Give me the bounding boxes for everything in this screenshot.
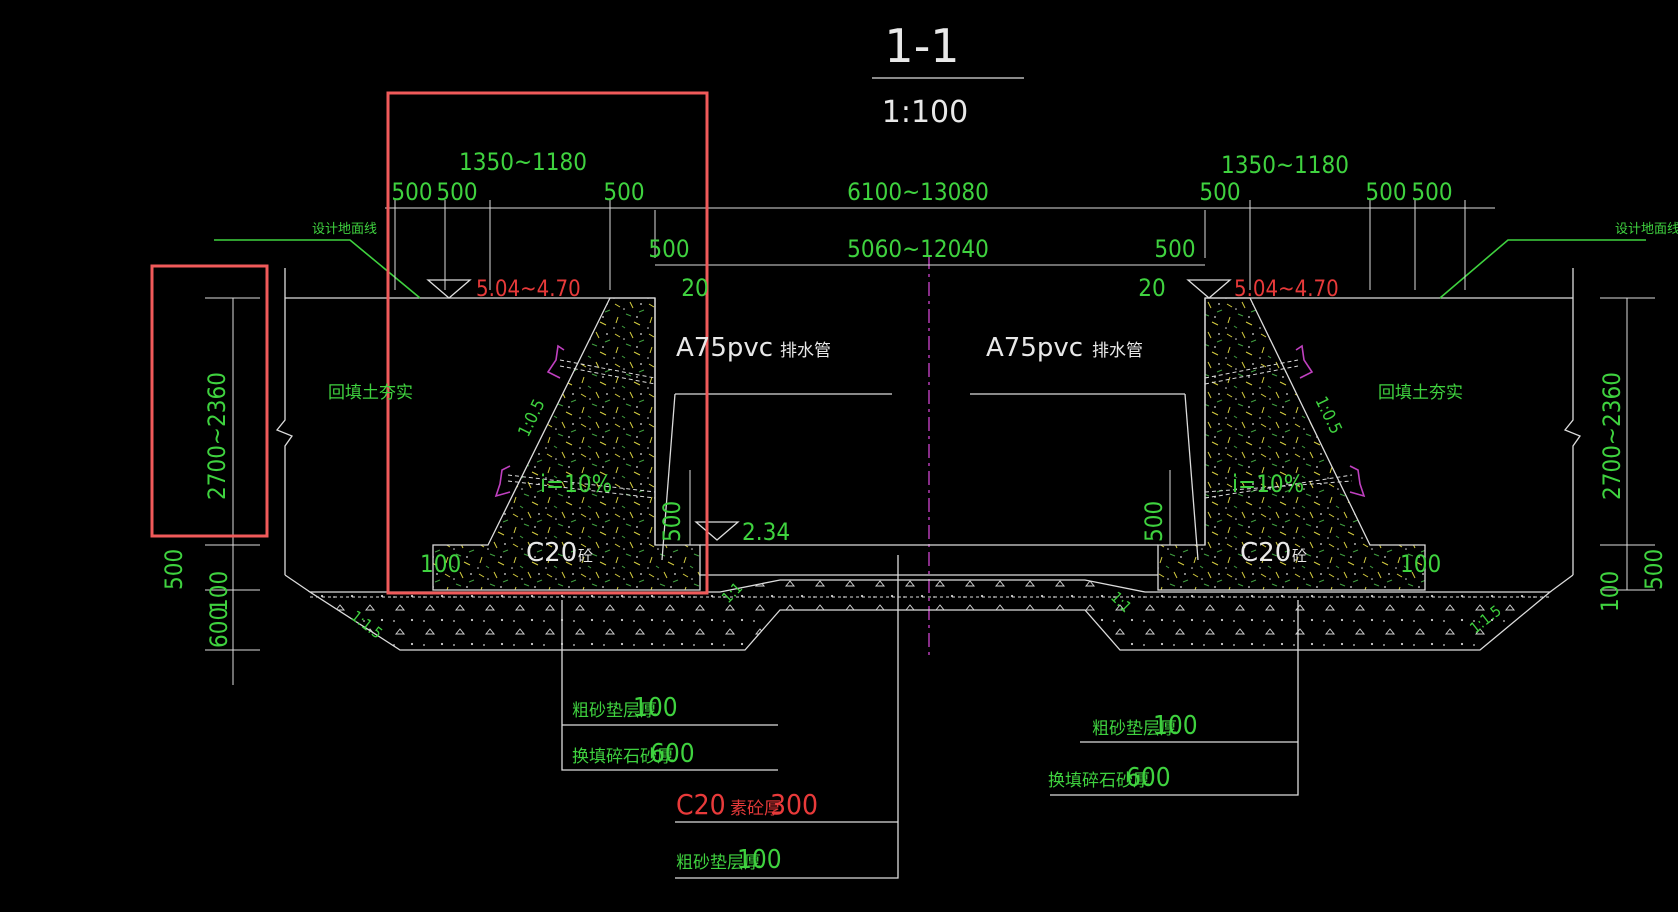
design-ground-label-right: 设计地面线 [1615, 222, 1678, 237]
svg-text:换填碎石砂厚: 换填碎石砂厚 [572, 747, 674, 767]
callout-c20-plain: C20 素砼厚 300 [676, 788, 818, 821]
svg-text:粗砂垫层厚: 粗砂垫层厚 [1092, 719, 1177, 739]
dim-20-left: 20 [681, 274, 708, 302]
dim-500-h: 500 [1411, 178, 1452, 206]
elevation-bottom: 2.34 [742, 518, 790, 546]
callout-gravel-left: 换填碎石砂厚 600 [572, 739, 695, 769]
svg-text:粗砂垫层厚: 粗砂垫层厚 [676, 853, 761, 873]
dim-500-a: 500 [391, 178, 432, 206]
ground-line [275, 268, 1582, 575]
dim-20-right: 20 [1138, 274, 1165, 302]
dim-left-wall: 1350~1180 [459, 148, 587, 176]
dim-500-e: 500 [1199, 178, 1240, 206]
selection-box-left-wall[interactable] [386, 91, 709, 595]
dim-500-left-vert: 500 [160, 549, 188, 590]
callout-leaders [561, 555, 1299, 879]
svg-text:300: 300 [770, 788, 818, 821]
section-title: 1-1 [884, 19, 959, 73]
dim-right-wall: 1350~1180 [1221, 151, 1349, 179]
selection-box-height-dim[interactable] [150, 264, 269, 538]
slope-label-right: 1:0.5 [1311, 393, 1346, 437]
svg-text:粗砂垫层厚: 粗砂垫层厚 [572, 701, 657, 721]
dim-500-wall-left: 500 [658, 501, 686, 542]
pipe-label-left: A75pvc [676, 333, 773, 363]
dim-height-left: 2700~2360 [203, 372, 231, 500]
dim-500-c: 500 [603, 178, 644, 206]
concrete-suffix-left: 砼 [578, 547, 593, 565]
vertical-dimensions [205, 297, 1655, 685]
elevation-top-right: 5.04~4.70 [1234, 277, 1339, 302]
callout-sand-bottom: 粗砂垫层厚 100 [676, 845, 782, 875]
dim-100-left-base: 100 [420, 550, 461, 578]
dim-height-right: 2700~2360 [1598, 372, 1626, 500]
svg-text:换填碎石砂厚: 换填碎石砂厚 [1048, 771, 1150, 791]
right-retaining-wall [1157, 297, 1426, 591]
dim-100-right-base: 100 [1400, 550, 1441, 578]
elevation-top-left: 5.04~4.70 [476, 277, 581, 302]
dim-500-wall-right: 500 [1140, 501, 1168, 542]
concrete-label-right: C20 [1240, 538, 1291, 568]
callout-sand-right: 粗砂垫层厚 100 [1092, 711, 1198, 741]
svg-text:600: 600 [1126, 763, 1171, 793]
dim-500-b: 500 [436, 178, 477, 206]
dim-500-right-vert: 500 [1640, 549, 1668, 590]
svg-text:素砼厚: 素砼厚 [730, 799, 781, 819]
channel-floor [284, 544, 1574, 651]
top-dimensions [385, 200, 1495, 290]
dim-500-f: 500 [1154, 235, 1195, 263]
svg-text:100: 100 [1153, 711, 1198, 741]
dim-100-left-vert: 100 [205, 571, 233, 612]
pipe-suffix-left: 排水管 [780, 341, 831, 361]
dim-500-g: 500 [1365, 178, 1406, 206]
concrete-suffix-right: 砼 [1292, 547, 1307, 565]
pipe-suffix-right: 排水管 [1092, 341, 1143, 361]
concrete-label-left: C20 [526, 538, 577, 568]
dim-500-d: 500 [648, 235, 689, 263]
pipe-label-right: A75pvc [986, 333, 1083, 363]
svg-text:C20: C20 [676, 788, 726, 821]
backfill-label-left: 回填土夯实 [328, 383, 413, 403]
design-ground-label-left: 设计地面线 [312, 222, 377, 237]
dim-600-left-vert: 600 [205, 607, 233, 648]
svg-text:100: 100 [737, 845, 782, 875]
svg-text:600: 600 [650, 739, 695, 769]
left-retaining-wall [432, 297, 701, 591]
callout-gravel-right: 换填碎石砂厚 600 [1048, 763, 1171, 793]
dim-top-span: 6100~13080 [847, 178, 989, 206]
backfill-label-right: 回填土夯实 [1378, 383, 1463, 403]
svg-text:100: 100 [633, 693, 678, 723]
dim-inner-span: 5060~12040 [847, 235, 989, 263]
dim-100-right-vert: 100 [1596, 571, 1624, 612]
callout-sand-left: 粗砂垫层厚 100 [572, 693, 678, 723]
scale-label: 1:100 [882, 95, 968, 130]
grade-label-right: i=10% [1232, 470, 1304, 498]
grade-label-left: i=10% [540, 470, 612, 498]
